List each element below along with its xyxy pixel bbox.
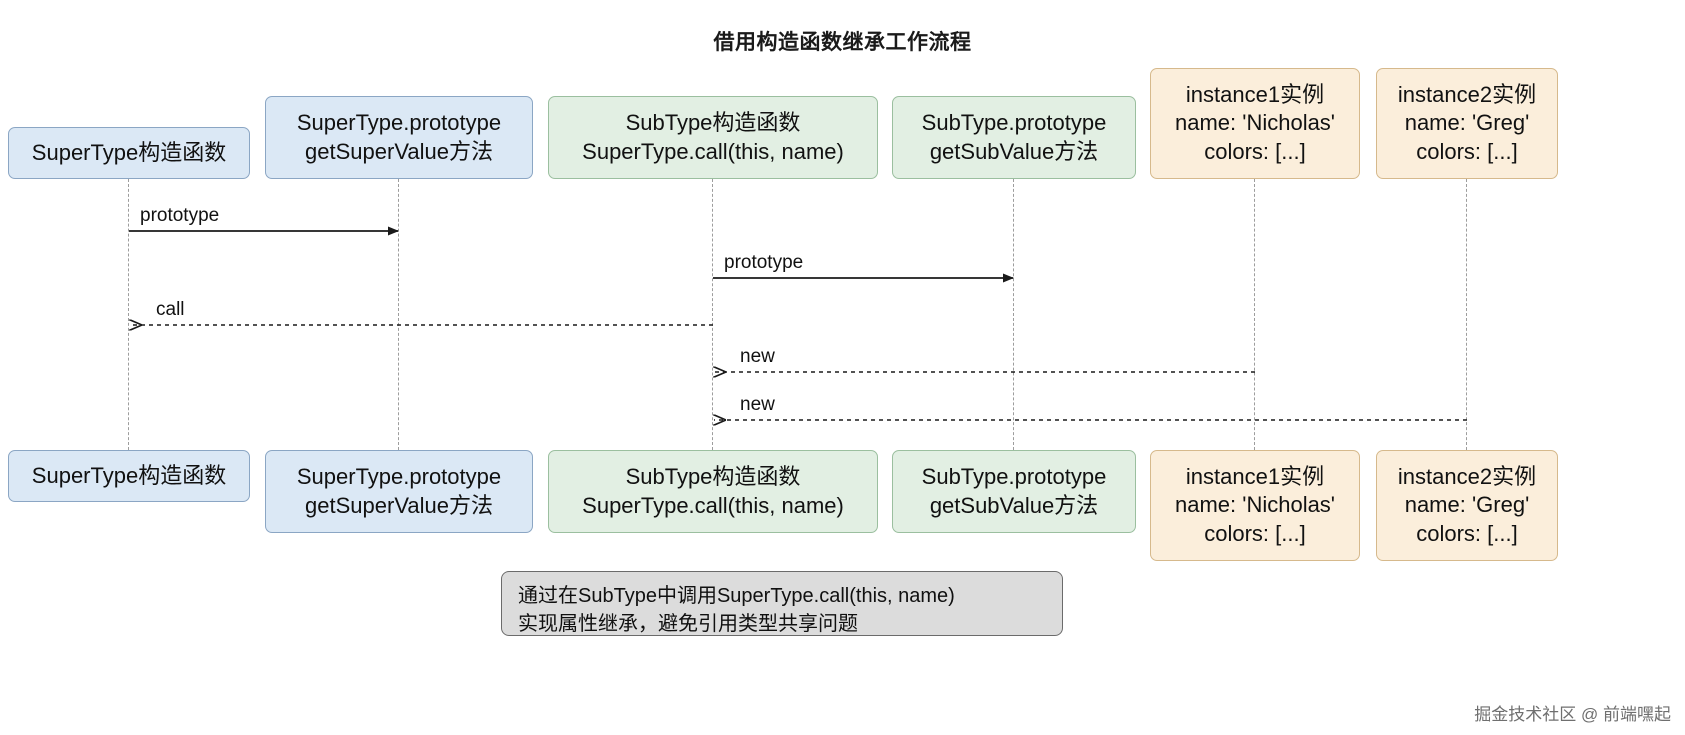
participant-label-line: instance2实例 xyxy=(1397,463,1537,489)
page-title: 借用构造函数继承工作流程 xyxy=(713,31,972,54)
summary-note-line: 通过在SubType中调用SuperType.call(this, name) xyxy=(518,585,955,607)
summary-note: 通过在SubType中调用SuperType.call(this, name) 实… xyxy=(501,571,1063,636)
participant-label-line: instance1实例 xyxy=(1185,463,1325,489)
message-label-msg-new-instance1: new xyxy=(740,346,775,367)
participant-label-line: instance2实例 xyxy=(1397,81,1537,107)
lifeline-supertype-prototype xyxy=(398,179,399,450)
participant-label-line: name: 'Nicholas' xyxy=(1174,492,1336,518)
participant-label-line: SuperType.prototype xyxy=(296,463,502,489)
participant-label-line: instance1实例 xyxy=(1185,81,1325,107)
participant-label-line: getSubValue方法 xyxy=(929,138,1099,164)
message-label-msg-new-instance2: new xyxy=(740,394,775,415)
participant-label-line: colors: [...] xyxy=(1416,520,1518,546)
watermark: 掘金技术社区 @ 前端嘿起 xyxy=(1474,705,1671,724)
message-label-msg-prototype-sub: prototype xyxy=(724,252,804,273)
participant-instance1-top[interactable]: instance1实例 name: 'Nicholas'colors: [...] xyxy=(1150,68,1360,179)
participant-subtype-prototype-bottom[interactable]: SubType.prototype getSubValue方法 xyxy=(892,450,1136,533)
participant-label-line: SuperType.call(this, name) xyxy=(582,138,844,164)
participant-instance2-bottom[interactable]: instance2实例 name: 'Greg'colors: [...] xyxy=(1376,450,1558,561)
participant-label-line: getSuperValue方法 xyxy=(305,492,493,518)
participant-instance1-bottom[interactable]: instance1实例 name: 'Nicholas'colors: [...] xyxy=(1150,450,1360,561)
participant-instance2-top[interactable]: instance2实例 name: 'Greg'colors: [...] xyxy=(1376,68,1558,179)
participant-label-line: colors: [...] xyxy=(1416,138,1518,164)
participant-supertype-prototype-top[interactable]: SuperType.prototype getSuperValue方法 xyxy=(265,96,533,179)
participant-subtype-prototype-top[interactable]: SubType.prototype getSubValue方法 xyxy=(892,96,1136,179)
participant-label-line: SuperType构造函数 xyxy=(31,139,227,165)
message-label-msg-prototype-super: prototype xyxy=(140,205,220,226)
participant-label-line: SubType.prototype xyxy=(921,463,1107,489)
lifeline-supertype xyxy=(128,179,129,450)
participant-label-line: getSubValue方法 xyxy=(929,492,1099,518)
lifeline-instance2 xyxy=(1466,179,1467,450)
participant-label-line: SubType构造函数 xyxy=(625,463,801,489)
participant-supertype-prototype-bottom[interactable]: SuperType.prototype getSuperValue方法 xyxy=(265,450,533,533)
participant-supertype-bottom[interactable]: SuperType构造函数 xyxy=(8,450,250,502)
participant-label-line: name: 'Nicholas' xyxy=(1174,110,1336,136)
participant-label-line: getSuperValue方法 xyxy=(305,138,493,164)
participant-label-line: colors: [...] xyxy=(1204,138,1306,164)
message-label-msg-call: call xyxy=(156,299,185,320)
participant-subtype-bottom[interactable]: SubType构造函数 SuperType.call(this, name) xyxy=(548,450,878,533)
participant-label-line: colors: [...] xyxy=(1204,520,1306,546)
participant-label-line: SubType.prototype xyxy=(921,109,1107,135)
participant-label-line: name: 'Greg' xyxy=(1404,492,1530,518)
participant-subtype-top[interactable]: SubType构造函数 SuperType.call(this, name) xyxy=(548,96,878,179)
participant-label-line: SubType构造函数 xyxy=(625,109,801,135)
participant-label-line: SuperType构造函数 xyxy=(31,462,227,488)
lifeline-subtype-prototype xyxy=(1013,179,1014,450)
lifeline-subtype xyxy=(712,179,713,450)
participant-label-line: name: 'Greg' xyxy=(1404,110,1530,136)
participant-label-line: SuperType.prototype xyxy=(296,109,502,135)
lifeline-instance1 xyxy=(1254,179,1255,450)
participant-supertype-top[interactable]: SuperType构造函数 xyxy=(8,127,250,179)
participant-label-line: SuperType.call(this, name) xyxy=(582,492,844,518)
summary-note-line: 实现属性继承，避免引用类型共享问题 xyxy=(518,613,858,635)
